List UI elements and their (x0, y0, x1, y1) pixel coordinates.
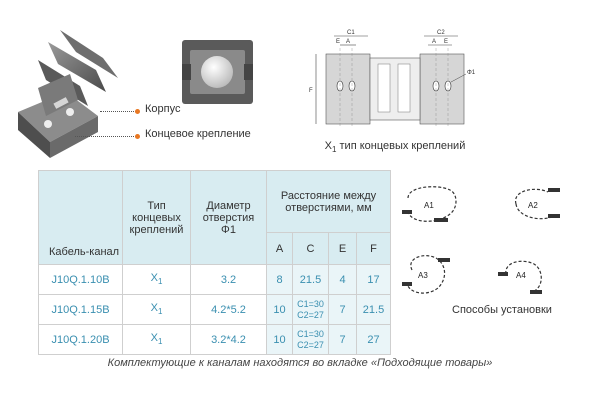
header-distance: Расстояние между отверстиями, мм (265, 170, 392, 233)
cell-model: J10Q.1.10B (38, 264, 123, 295)
dim-a-right: A (432, 39, 436, 45)
cell-diameter: 4.2*5.2 (190, 294, 267, 325)
cell-model: J10Q.1.15B (38, 294, 123, 325)
cell-type: X1 (122, 264, 191, 295)
spec-table: Кабель-канал Тип концевых креплений Диам… (38, 170, 392, 355)
cell-type: X1 (122, 324, 191, 355)
mount-label-a1: A1 (424, 201, 434, 210)
cell-f: 17 (355, 264, 392, 295)
header-model: Кабель-канал (38, 170, 123, 265)
cell-f: 27 (355, 324, 392, 355)
cell-a: 10 (266, 324, 293, 355)
mounting-caption: Способы установки (452, 304, 552, 316)
dim-a-left: A (346, 39, 350, 45)
dim-e-right: E (444, 39, 448, 45)
cell-model: J10Q.1.20B (38, 324, 123, 355)
cell-e: 4 (328, 264, 357, 295)
chain-product-image (18, 30, 118, 158)
dim-c2-label: C2 (437, 30, 445, 36)
header-mount-type: Тип концевых креплений (122, 170, 191, 265)
header-c: C (292, 232, 329, 265)
cell-diameter: 3.2 (190, 264, 267, 295)
dim-f-label: F (309, 88, 313, 94)
mounting-diagrams: A1 A2 A3 A4 (402, 186, 560, 294)
technical-drawing: C1 C2 E A A E F Φ1 (309, 30, 476, 128)
cell-a: 8 (266, 264, 293, 295)
dim-c1-label: C1 (347, 30, 355, 36)
cell-e: 7 (328, 324, 357, 355)
header-f: F (355, 232, 392, 265)
cell-c: 21.5 (292, 264, 329, 295)
cell-e: 7 (328, 294, 357, 325)
header-a: A (266, 232, 293, 265)
cell-a: 10 (266, 294, 293, 325)
cell-type: X1 (122, 294, 191, 325)
drawing-caption: X1 тип концевых креплений (324, 140, 466, 155)
callout-dot-body (135, 109, 140, 114)
callout-dot-end-mount (135, 134, 140, 139)
callout-body-label: Корпус (145, 103, 181, 115)
mount-label-a3: A3 (418, 271, 428, 280)
cell-diameter: 3.2*4.2 (190, 324, 267, 355)
callout-line-body (100, 111, 138, 112)
table-row: J10Q.1.10B X1 3.2 8 21.5 4 17 (38, 264, 392, 295)
header-e: E (328, 232, 357, 265)
cell-f: 21.5 (355, 294, 392, 325)
bracket-section-image (182, 40, 253, 104)
mount-label-a4: A4 (516, 271, 526, 280)
callout-end-mount-label: Концевое крепление (145, 128, 251, 140)
callout-line-end-mount (75, 136, 138, 137)
footer-note: Комплектующие к каналам находятся во вкл… (107, 357, 493, 369)
dim-phi-label: Φ1 (467, 70, 476, 76)
header-diameter: Диаметр отверстия Φ1 (190, 170, 267, 265)
dim-e-left: E (336, 39, 340, 45)
mount-label-a2: A2 (528, 201, 538, 210)
